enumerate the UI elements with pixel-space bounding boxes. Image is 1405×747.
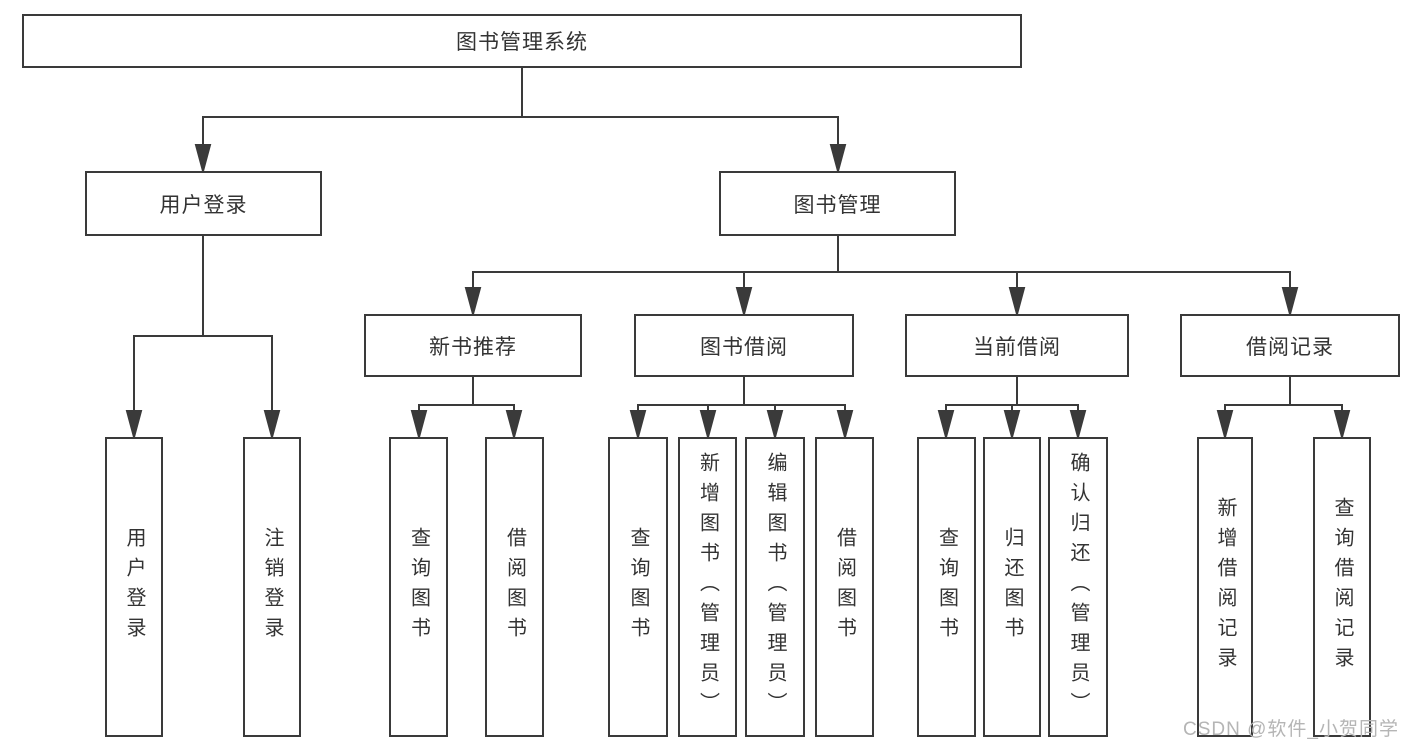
node-root: 图书管理系统	[22, 14, 1022, 68]
leaf-recommend-borrow-book: 借阅图书	[485, 437, 544, 737]
leaf-label: 确认归还（管理员）	[1067, 452, 1089, 722]
leaf-label: 新增图书（管理员）	[696, 452, 719, 722]
leaf-borrow-book: 借阅图书	[815, 437, 874, 737]
arrowhead	[1281, 287, 1299, 318]
leaf-current-query-book: 查询图书	[917, 437, 976, 737]
arrowhead	[1069, 410, 1087, 441]
arrowhead	[829, 144, 847, 175]
node-current-borrow: 当前借阅	[905, 314, 1129, 377]
leaf-borrow-query-book: 查询图书	[608, 437, 668, 737]
leaf-confirm-return-admin: 确认归还（管理员）	[1048, 437, 1108, 737]
connector-recommend-branch	[410, 377, 523, 441]
arrowhead	[410, 410, 428, 441]
leaf-query-borrow-record: 查询借阅记录	[1313, 437, 1371, 737]
arrowhead	[194, 144, 212, 175]
arrowhead	[1008, 287, 1026, 318]
leaf-label: 编辑图书（管理员）	[764, 452, 786, 722]
arrowhead	[629, 410, 647, 441]
arrowhead	[1333, 410, 1351, 441]
connector-current-branch	[937, 377, 1087, 441]
leaf-label: 查询图书	[407, 527, 430, 647]
leaf-user-login: 用户登录	[105, 437, 163, 737]
connector-borrow-branch	[629, 377, 854, 441]
arrowhead	[836, 410, 854, 441]
arrowhead	[1003, 410, 1021, 441]
connector-manage-to-level3	[464, 236, 1299, 318]
leaf-label: 归还图书	[1001, 527, 1023, 647]
leaf-label: 借阅图书	[503, 527, 526, 647]
leaf-label: 借阅图书	[833, 527, 856, 647]
node-book-borrow: 图书借阅	[634, 314, 854, 377]
connector-root-to-level2	[194, 68, 847, 175]
leaf-label: 用户登录	[123, 527, 145, 647]
connector-records-branch	[1216, 377, 1351, 441]
leaf-label: 查询图书	[935, 527, 958, 647]
leaf-label: 注销登录	[261, 527, 283, 647]
arrowhead	[699, 410, 717, 441]
leaf-logout: 注销登录	[243, 437, 301, 737]
leaf-label: 新增借阅记录	[1214, 497, 1236, 677]
arrowhead	[766, 410, 784, 441]
node-borrow-records: 借阅记录	[1180, 314, 1400, 377]
node-user-login: 用户登录	[85, 171, 322, 236]
arrowhead	[1216, 410, 1234, 441]
arrowhead	[937, 410, 955, 441]
arrowhead	[464, 287, 482, 318]
leaf-recommend-query-book: 查询图书	[389, 437, 448, 737]
watermark: CSDN @软件_小贺同学	[1183, 719, 1399, 740]
leaf-add-borrow-record: 新增借阅记录	[1197, 437, 1253, 737]
leaf-label: 查询图书	[627, 527, 649, 647]
arrowhead	[735, 287, 753, 318]
node-book-manage: 图书管理	[719, 171, 956, 236]
leaf-label: 查询借阅记录	[1331, 497, 1353, 677]
arrowhead	[263, 410, 281, 441]
leaf-edit-book-admin: 编辑图书（管理员）	[745, 437, 805, 737]
leaf-return-book: 归还图书	[983, 437, 1041, 737]
leaf-add-book-admin: 新增图书（管理员）	[678, 437, 737, 737]
node-new-book-recommend: 新书推荐	[364, 314, 582, 377]
arrowhead	[125, 410, 143, 441]
arrowhead	[505, 410, 523, 441]
connector-login-branch	[125, 236, 281, 441]
